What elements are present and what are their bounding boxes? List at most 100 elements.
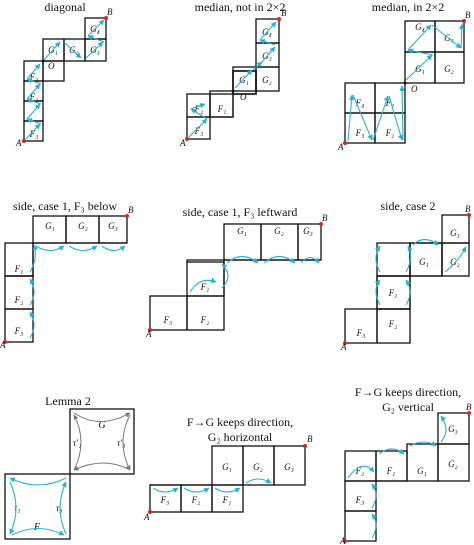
label-f3: F₃ — [163, 315, 173, 325]
label-f4: F₄ — [355, 98, 365, 108]
panel-title-line1: F→G keeps direction, — [187, 415, 293, 429]
label-a: A — [340, 342, 347, 352]
panel-title: diagonal — [44, 0, 86, 14]
label-g3: G₃ — [303, 226, 313, 236]
cell-g — [69, 408, 135, 475]
panel-median-in-2x2: median, in 2×2 F₄ F₃ F₁ F₂ G₁ G₂ G₃ G₄ A… — [337, 0, 471, 152]
label-f3: F₃ — [194, 126, 204, 136]
point-a — [3, 340, 7, 344]
label-g3: G₃ — [448, 424, 458, 434]
point-a — [148, 328, 152, 332]
label-b: B — [281, 8, 287, 18]
point-b — [467, 411, 471, 415]
label-f1: F₁ — [217, 104, 227, 114]
panel-keeps-direction-vertical: F→G keeps direction, G₂ vertical F₁ F₂ F… — [339, 385, 472, 545]
label-b: B — [465, 10, 471, 20]
point-b — [467, 213, 471, 217]
panel-title-line1: F→G keeps direction, — [355, 385, 461, 399]
label-f2: F₂ — [355, 466, 365, 476]
label-f1: F₁ — [388, 288, 398, 298]
label-g2: G₂ — [444, 64, 454, 74]
label-f1: F₁ — [200, 282, 210, 292]
point-b — [319, 222, 323, 226]
label-a: A — [0, 340, 6, 350]
label-g: G — [98, 420, 105, 431]
label-g3: G₃ — [284, 462, 294, 472]
panel-side-case1-f3-leftward: side, case 1, F₃ leftward F₃ F₂ F₁ G₁ G₂… — [145, 205, 328, 339]
panel-title-line2: G₂ vertical — [382, 400, 434, 414]
cell-f2 — [374, 112, 406, 144]
label-f1: F₁ — [222, 495, 232, 505]
label-g3: G₃ — [108, 221, 118, 231]
label-o: O — [240, 92, 247, 102]
panel-title-line2: G₂ horizontal — [208, 430, 273, 444]
label-a: A — [143, 512, 150, 522]
label-g1: G₁ — [237, 226, 247, 236]
panel-diagonal: diagonal F₁ F₂ F₃ G₁ G₂ G₃ G₄ A B O — [15, 0, 113, 148]
label-o: O — [411, 84, 418, 94]
label-g1: G₁ — [415, 64, 425, 74]
label-a: A — [15, 138, 22, 148]
label-f3: F₃ — [29, 129, 39, 139]
label-a: A — [145, 329, 152, 339]
label-f2: F₂ — [14, 295, 24, 305]
label-f: F — [33, 522, 41, 533]
label-f2: F₂ — [200, 315, 210, 325]
point-a — [185, 137, 189, 141]
panel-title: side, case 2 — [381, 199, 436, 213]
cell-f — [4, 473, 71, 540]
panel-side-case2: side, case 2 F₁ F₂ F₃ G₁ G₂ G₃ A B — [340, 199, 471, 352]
panel-keeps-direction-horizontal: F→G keeps direction, G₂ horizontal F₃ F₂… — [143, 415, 313, 522]
label-f3: F₃ — [355, 128, 365, 138]
panel-title: median, not in 2×2 — [195, 0, 286, 14]
point-a — [148, 510, 152, 514]
point-b — [462, 19, 466, 23]
point-a — [22, 139, 26, 143]
label-g2: G₂ — [69, 45, 79, 55]
panel-title: median, in 2×2 — [372, 0, 444, 14]
point-b — [303, 444, 307, 448]
label-g2: G₂ — [78, 221, 88, 231]
point-a — [343, 341, 347, 345]
label-g1: G₁ — [239, 75, 249, 85]
label-tau1p: τ′₁ — [73, 438, 81, 448]
cell-f1 — [376, 242, 411, 277]
label-f1: F₁ — [386, 466, 396, 476]
label-f3: F₃ — [355, 495, 365, 505]
cell-g3 — [437, 412, 470, 445]
point-b — [277, 17, 281, 21]
label-tau1: τ₁ — [14, 503, 20, 513]
panel-title: side, case 1, F₃ below — [13, 199, 117, 213]
label-g2: G₂ — [253, 462, 263, 472]
point-a — [343, 141, 347, 145]
label-a: A — [339, 536, 346, 545]
panel-title: side, case 1, F₃ leftward — [183, 205, 298, 219]
point-b — [104, 16, 108, 20]
label-g2: G₂ — [274, 226, 284, 236]
label-o: O — [48, 61, 55, 71]
label-a: A — [337, 142, 344, 152]
panel-title: Lemma 2 — [45, 394, 91, 408]
panel-median-not-in-2x2: median, not in 2×2 F₂ F₁ F₃ G₁ G₂ G₃ G₄ … — [179, 0, 287, 148]
label-b: B — [466, 402, 472, 412]
label-f1: F₁ — [29, 72, 39, 82]
label-b: B — [107, 7, 113, 17]
panel-side-case1-f3-below: side, case 1, F₃ below F₁ F₂ F₃ G₁ G₂ G₃… — [0, 199, 134, 350]
label-f3: F₃ — [356, 328, 366, 338]
cell-g3 — [273, 445, 306, 486]
label-b: B — [322, 213, 328, 223]
label-b: B — [307, 434, 313, 444]
label-f2: F₂ — [191, 495, 201, 505]
point-a — [343, 539, 347, 543]
label-g1: G₁ — [419, 257, 429, 267]
label-tau3p: τ′₃ — [117, 438, 125, 448]
label-f2: F₂ — [385, 128, 395, 138]
label-g2: G₂ — [262, 75, 272, 85]
label-f2: F₂ — [29, 92, 39, 102]
label-f3: F₃ — [14, 326, 24, 336]
panel-lemma-2: Lemma 2 G F τ₁ τ₃ τ′₁ τ′₃ — [4, 394, 135, 540]
label-f2: F₂ — [388, 319, 398, 329]
label-g4: G₄ — [415, 22, 425, 32]
label-g1: G₁ — [222, 462, 232, 472]
